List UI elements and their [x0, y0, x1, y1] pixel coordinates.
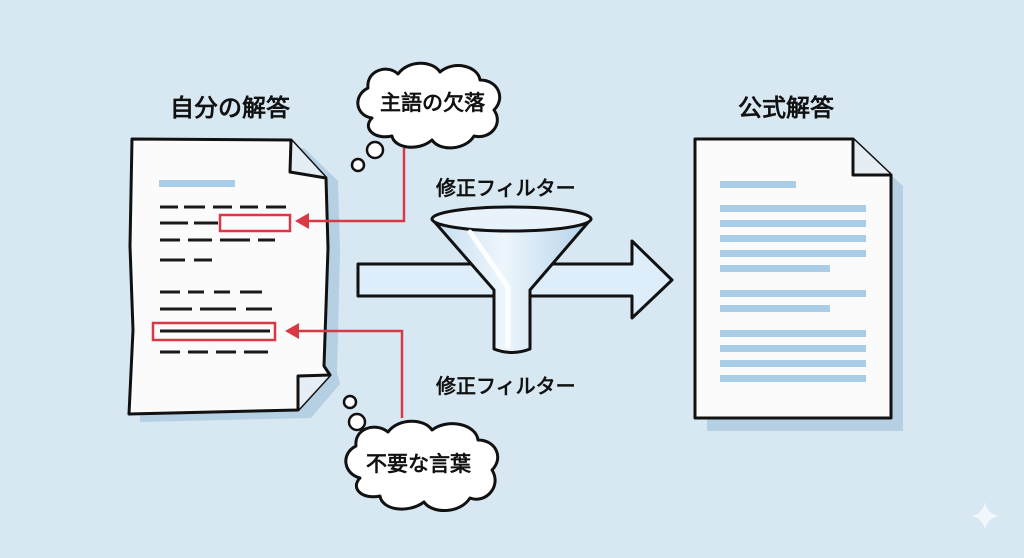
missing-subject-connector — [306, 148, 406, 223]
correction-filter-funnel — [430, 205, 593, 354]
official-text-lines — [720, 181, 866, 382]
unnecessary-words-arrowhead — [285, 323, 299, 339]
filter-label-top: 修正フィルター — [436, 176, 576, 200]
unnecessary-words-connector — [297, 329, 404, 418]
callout-connectors — [285, 148, 406, 418]
unnecessary-words-highlight — [151, 321, 277, 342]
page-curl — [296, 373, 331, 410]
filter-label-bottom: 修正フィルター — [436, 374, 576, 398]
unnecessary-words-bubble — [342, 394, 500, 512]
unnecessary-words-text: 不要な言葉 — [366, 452, 471, 476]
missing-subject-arrowhead — [295, 213, 309, 229]
sparkle-icon — [971, 502, 999, 530]
page-dogear — [288, 139, 327, 180]
missing-subject-bubble — [350, 61, 502, 173]
official-page-dogear — [851, 139, 891, 177]
missing-subject-text: 主語の欠落 — [380, 91, 485, 115]
doc-heading-line — [159, 180, 235, 187]
missing-subject-highlight — [218, 213, 292, 233]
official-answer-title: 公式解答 — [738, 94, 834, 122]
doc-text-lines — [160, 205, 286, 354]
own-answer-title: 自分の解答 — [170, 94, 290, 122]
own-answer-document — [127, 137, 340, 422]
official-answer-document — [693, 137, 903, 431]
